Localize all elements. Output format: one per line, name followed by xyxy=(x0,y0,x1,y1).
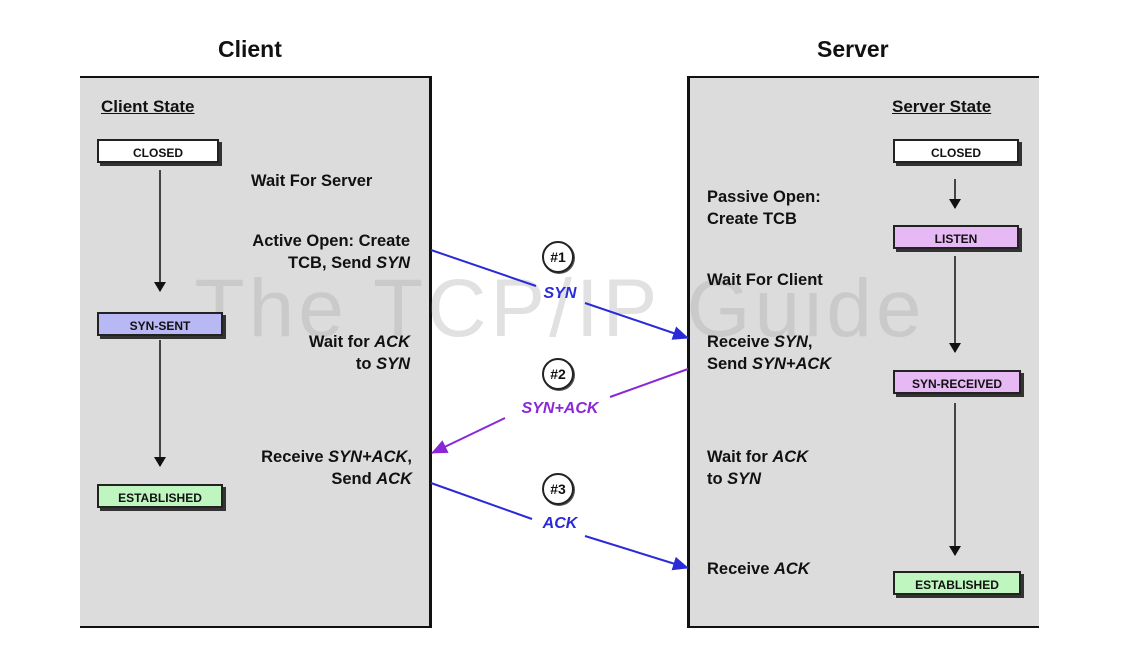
server-desc-wait-ack-line2: to SYN xyxy=(707,468,808,490)
client-desc-wait-ack-line2: to SYN xyxy=(190,353,410,375)
text-emphasis: SYN xyxy=(376,254,410,272)
text-segment: Send xyxy=(707,355,752,373)
client-desc-active-open-line1: Active Open: Create xyxy=(252,232,410,250)
text-emphasis: SYN xyxy=(773,333,808,351)
step-circle-3: #3 xyxy=(542,473,574,505)
syn-line-b xyxy=(584,302,689,340)
server-desc-receive-ack: Receive ACK xyxy=(707,558,810,580)
server-desc-passive-open-line2: Create TCB xyxy=(707,210,797,228)
text-segment: , xyxy=(407,448,412,466)
server-desc-passive-open: Passive Open: Create TCB xyxy=(707,186,821,230)
server-state-title: Server State xyxy=(892,97,992,116)
server-desc-passive-open-line1: Passive Open: xyxy=(707,188,821,206)
server-heading: Server xyxy=(817,36,889,62)
ack-line-b xyxy=(584,535,689,571)
server-desc-receive-syn: Receive SYN, Send SYN+ACK xyxy=(707,331,831,375)
server-desc-wait-client: Wait For Client xyxy=(707,271,823,289)
client-heading: Client xyxy=(218,36,282,62)
client-desc-active-open-line2: TCB, Send SYN xyxy=(190,252,410,274)
server-desc-receive-syn-line2: Send SYN+ACK xyxy=(707,353,831,375)
text-segment: Receive xyxy=(261,448,329,466)
client-desc-wait-server: Wait For Server xyxy=(251,172,373,190)
client-desc-receive: Receive SYN+ACK, Send ACK xyxy=(190,446,412,490)
message-label-syn: SYN xyxy=(543,285,577,302)
synack-line-a xyxy=(609,368,689,398)
message-label-ack: ACK xyxy=(542,515,578,532)
text-segment: Receive xyxy=(707,560,774,578)
server-state-syn-received: SYN-RECEIVED xyxy=(893,370,1021,394)
server-state-listen: LISTEN xyxy=(893,225,1019,249)
text-emphasis: SYN xyxy=(376,355,410,373)
text-segment: Wait for xyxy=(308,333,375,351)
text-segment: Wait for xyxy=(707,448,773,466)
text-segment: to xyxy=(355,355,377,373)
watermark: The TCP/IP Guide xyxy=(194,263,926,354)
text-segment: , xyxy=(807,333,813,351)
client-desc-active-open: Active Open: Create TCB, Send SYN xyxy=(190,230,410,274)
client-desc-wait-ack: Wait for ACK to SYN xyxy=(190,331,410,375)
client-state-established: ESTABLISHED xyxy=(97,484,223,508)
step-circle-1: #1 xyxy=(542,241,574,273)
text-emphasis: SYN xyxy=(727,470,762,488)
text-segment: TCB, Send xyxy=(288,254,377,272)
server-desc-wait-ack-line1: Wait for ACK xyxy=(707,446,808,468)
text-segment: Send xyxy=(331,470,377,488)
server-state-established: ESTABLISHED xyxy=(893,571,1021,595)
client-desc-receive-line2: Send ACK xyxy=(190,468,412,490)
text-emphasis: ACK xyxy=(772,448,809,466)
text-emphasis: ACK xyxy=(376,470,412,488)
server-state-closed: CLOSED xyxy=(893,139,1019,163)
message-label-syn-ack: SYN+ACK xyxy=(521,400,599,417)
server-desc-wait-ack: Wait for ACK to SYN xyxy=(707,446,808,490)
client-panel xyxy=(80,76,432,628)
syn-line-a xyxy=(430,249,537,287)
text-emphasis: ACK xyxy=(374,333,410,351)
client-state-syn-sent: SYN-SENT xyxy=(97,312,223,336)
client-desc-receive-line1: Receive SYN+ACK, xyxy=(190,446,412,468)
client-desc-wait-ack-line1: Wait for ACK xyxy=(190,331,410,353)
synack-line-b xyxy=(431,417,506,454)
server-desc-receive-syn-line1: Receive SYN, xyxy=(707,331,831,353)
client-state-title: Client State xyxy=(101,97,195,116)
text-emphasis: SYN+ACK xyxy=(328,448,408,466)
ack-line-a xyxy=(430,482,533,520)
text-emphasis: ACK xyxy=(773,560,810,578)
server-panel xyxy=(687,76,1039,628)
step-circle-2: #2 xyxy=(542,358,574,390)
text-emphasis: SYN+ACK xyxy=(751,355,832,373)
text-segment: Receive xyxy=(707,333,774,351)
client-state-closed: CLOSED xyxy=(97,139,219,163)
text-segment: to xyxy=(707,470,728,488)
